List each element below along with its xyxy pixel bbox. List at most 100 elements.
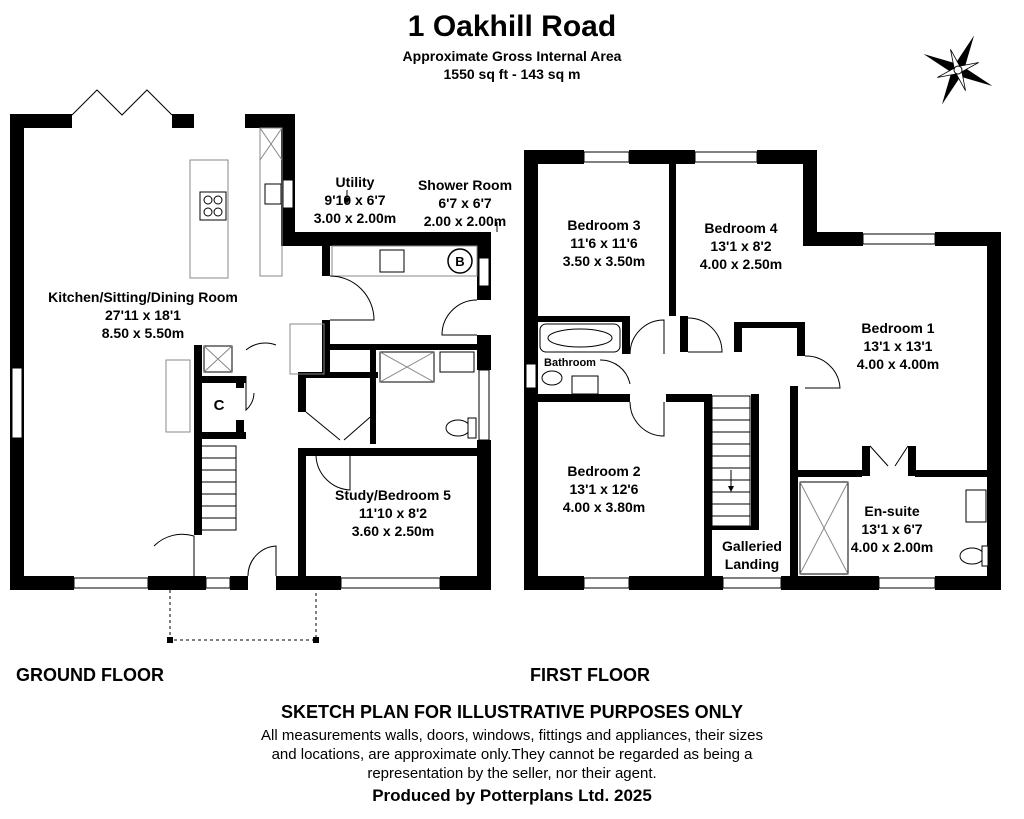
wall xyxy=(751,394,759,528)
room-name: Study/Bedroom 5 xyxy=(335,487,451,503)
room-metric: 3.00 x 2.00m xyxy=(313,210,397,226)
shower-tray-icon xyxy=(379,351,435,383)
room-name: Bedroom 3 xyxy=(567,217,641,233)
wall xyxy=(432,344,482,350)
wall xyxy=(790,386,798,576)
area-label: Approximate Gross Internal Area xyxy=(402,48,622,64)
window xyxy=(282,179,294,209)
first-floor-plan xyxy=(524,150,1001,590)
toilet-icon xyxy=(445,419,471,437)
room-study: Study/Bedroom 5 11'10 x 8'2 3.60 x 2.50m xyxy=(335,486,451,540)
room-bedroom-4: Bedroom 4 13'1 x 8'2 4.00 x 2.50m xyxy=(700,219,783,273)
door-swing xyxy=(804,355,841,389)
staircase xyxy=(199,445,237,531)
wall xyxy=(194,432,246,439)
room-imperial: 11'6 x 11'6 xyxy=(570,235,638,251)
wall xyxy=(322,344,432,350)
sink-icon xyxy=(264,183,282,205)
wall xyxy=(757,150,817,164)
producer-credit: Produced by Potterplans Ltd. 2025 xyxy=(372,786,652,805)
shower-tray-icon xyxy=(799,481,849,575)
wall xyxy=(194,376,246,383)
wall xyxy=(148,576,206,590)
wall xyxy=(538,394,630,402)
compass-rose-icon xyxy=(923,35,993,105)
door-swing xyxy=(153,533,195,576)
door-swing xyxy=(629,401,665,437)
disclaimer-line: All measurements walls, doors, windows, … xyxy=(261,727,763,744)
window xyxy=(878,577,936,589)
wall xyxy=(862,446,870,476)
staircase xyxy=(711,395,751,527)
wall xyxy=(440,576,491,590)
door-swing xyxy=(305,411,377,441)
wall xyxy=(524,576,584,590)
room-name: Utility xyxy=(335,174,375,190)
door-swing xyxy=(629,319,665,355)
door-swing xyxy=(687,317,723,353)
boiler-label: B xyxy=(455,254,465,269)
wall xyxy=(915,470,995,477)
window xyxy=(478,369,490,441)
sideboard xyxy=(165,359,191,433)
wall xyxy=(734,322,804,328)
wall xyxy=(622,316,630,354)
plan-title: 1 Oakhill Road xyxy=(407,10,617,43)
wall xyxy=(987,232,1001,590)
window xyxy=(73,577,149,589)
cupboard-unit xyxy=(203,345,233,373)
first-floor-label: FIRST FLOOR xyxy=(530,665,650,685)
wall xyxy=(629,150,695,164)
room-imperial: 13'1 x 12'6 xyxy=(569,481,639,497)
wall xyxy=(477,335,491,370)
wall xyxy=(803,232,863,246)
bifold-door xyxy=(71,89,173,116)
utility-worktop xyxy=(331,245,478,277)
wall xyxy=(172,114,194,128)
wall xyxy=(281,114,295,234)
room-imperial: 6'7 x 6'7 xyxy=(438,195,492,211)
cupboard-label: C xyxy=(213,397,225,414)
kitchen-island xyxy=(189,159,229,279)
room-metric: 4.00 x 4.00m xyxy=(856,356,940,372)
wall xyxy=(790,470,862,477)
wall xyxy=(680,316,688,352)
wall xyxy=(276,576,341,590)
room-imperial: 13'1 x 6'7 xyxy=(861,521,923,537)
door-swing xyxy=(599,359,631,385)
room-bedroom-2: Bedroom 2 13'1 x 12'6 4.00 x 3.80m xyxy=(563,462,646,516)
room-bathroom: Bathroom xyxy=(544,357,596,369)
wall xyxy=(908,446,916,476)
basin-icon xyxy=(965,489,987,523)
window xyxy=(862,233,936,245)
door-swing xyxy=(245,376,255,412)
window xyxy=(525,363,537,389)
room-metric: 3.60 x 2.50m xyxy=(351,523,435,539)
wall xyxy=(281,232,491,246)
window xyxy=(583,151,630,163)
wall xyxy=(734,322,742,352)
wall xyxy=(230,576,248,590)
room-name: Bedroom 4 xyxy=(704,220,778,236)
wall xyxy=(477,440,491,590)
room-kitchen: Kitchen/Sitting/Dining Room 27'11 x 18'1… xyxy=(48,288,238,342)
window xyxy=(205,577,231,589)
ground-floor-plan xyxy=(10,89,498,643)
room-name: Bedroom 1 xyxy=(861,320,935,336)
room-imperial: 11'10 x 8'2 xyxy=(358,505,428,521)
wall xyxy=(10,576,74,590)
wall xyxy=(236,420,244,438)
window xyxy=(722,577,782,589)
room-name: En-suite xyxy=(864,503,920,519)
door-swing xyxy=(329,275,375,321)
room-imperial: 13'1 x 8'2 xyxy=(710,238,772,254)
disclaimer-line: and locations, are approximate only.They… xyxy=(271,746,753,763)
room-utility: Utility 9'10 x 6'7 3.00 x 2.00m xyxy=(314,173,397,227)
hob-icon xyxy=(199,191,227,221)
wall xyxy=(236,376,244,388)
wall xyxy=(298,372,306,412)
door-swing xyxy=(441,299,478,336)
worktop xyxy=(259,127,283,277)
wall xyxy=(538,316,630,322)
ground-floor-label: GROUND FLOOR xyxy=(16,665,164,685)
